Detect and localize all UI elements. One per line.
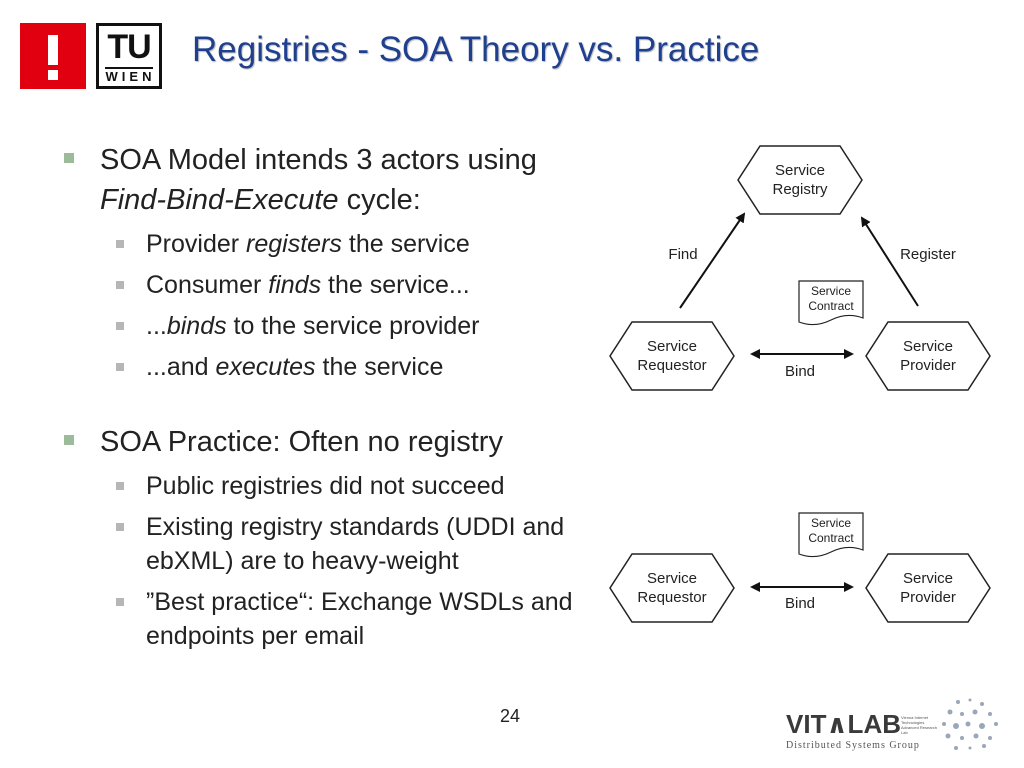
register-label: Register [900, 246, 956, 263]
tu-logo-text: TU [107, 28, 151, 66]
requestor-label-1: Service [647, 570, 697, 587]
service-provider-node [865, 553, 991, 623]
bullet-1: SOA Model intends 3 actors using Find-Bi… [62, 140, 602, 220]
slide-title: Registries - SOA Theory vs. Practice [192, 30, 760, 69]
vitalab-wordmark: VIT∧LAB [786, 709, 901, 739]
service-requestor-node [609, 553, 735, 623]
sub-bullet: ...binds to the service provider [62, 309, 602, 343]
bind-label: Bind [785, 363, 815, 380]
find-label: Find [668, 246, 697, 263]
service-contract-doc [798, 512, 864, 558]
practice-diagram: Service Requestor Service Provider Servi… [609, 512, 991, 623]
vitalab-logo: VIT∧LAB Vienna Internet Technologies Adv… [786, 709, 937, 751]
dsg-label: Distributed Systems Group [786, 740, 920, 751]
service-requestor-node [609, 321, 735, 391]
contract-label-1: Service [811, 284, 851, 298]
sub-bullet: ”Best practice“: Exchange WSDLs and endp… [62, 585, 602, 653]
contract-label-1: Service [811, 516, 851, 530]
page-number: 24 [499, 706, 521, 726]
bullet-2: SOA Practice: Often no registry [62, 422, 602, 462]
bullet-list: SOA Model intends 3 actors using Find-Bi… [62, 140, 602, 653]
vitalab-tagline: Vienna Internet Technologies Advanced Re… [901, 715, 938, 735]
service-registry-node [737, 145, 863, 215]
contract-label-2: Contract [808, 299, 854, 313]
service-contract-doc [798, 280, 864, 326]
bind-label: Bind [785, 595, 815, 612]
tu-logo-city: WIEN [105, 69, 156, 84]
sub-bullet: Provider registers the service [62, 227, 602, 261]
requestor-label-2: Requestor [637, 357, 706, 374]
provider-label-1: Service [903, 570, 953, 587]
registry-label-2: Registry [772, 181, 828, 198]
sub-bullet: Consumer finds the service... [62, 268, 602, 302]
sub-bullet: Public registries did not succeed [62, 469, 602, 503]
tu-wien-logo: TU WIEN [96, 23, 162, 89]
theory-diagram: Service Registry Service Requestor Servi… [609, 145, 991, 391]
requestor-label-2: Requestor [637, 589, 706, 606]
register-arrow [860, 216, 919, 307]
contract-label-2: Contract [808, 531, 854, 545]
requestor-label-1: Service [647, 338, 697, 355]
provider-label-2: Provider [900, 589, 956, 606]
service-provider-node [865, 321, 991, 391]
sub-bullet: Existing registry standards (UDDI and eb… [62, 510, 602, 578]
registry-label-1: Service [775, 162, 825, 179]
provider-label-2: Provider [900, 357, 956, 374]
vitalab-dots-logo [942, 698, 998, 750]
tu-exclamation-logo [20, 23, 86, 89]
sub-bullet: ...and executes the service [62, 350, 602, 384]
find-arrow [679, 212, 746, 309]
provider-label-1: Service [903, 338, 953, 355]
